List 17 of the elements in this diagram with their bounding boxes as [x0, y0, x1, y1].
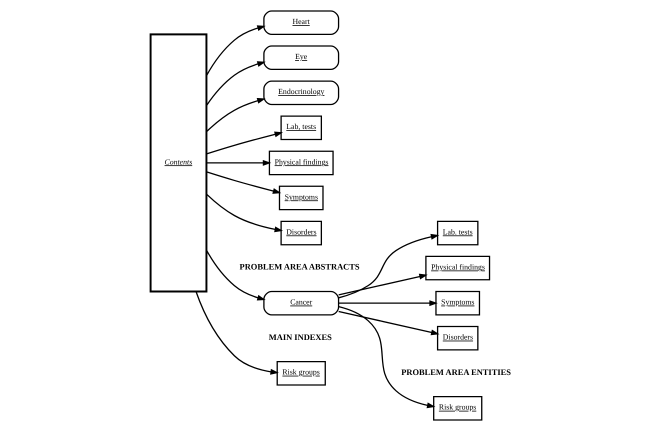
arrow	[206, 132, 283, 155]
arrow	[338, 274, 428, 296]
arrow	[206, 61, 266, 106]
arrow	[206, 98, 266, 132]
arrow	[195, 291, 279, 375]
arrow	[206, 194, 283, 232]
label: PROBLEM AREA ENTITIES	[401, 366, 511, 377]
arrow	[206, 250, 266, 301]
label: PROBLEM AREA ABSTRACTS	[240, 262, 360, 272]
arrow	[206, 25, 266, 76]
label: MAIN INDEXES	[268, 332, 332, 342]
arrow	[338, 306, 436, 408]
arrow	[338, 300, 438, 306]
arrow	[206, 160, 272, 166]
arrow	[206, 171, 282, 194]
arrow	[338, 234, 440, 298]
arrow	[338, 310, 440, 336]
